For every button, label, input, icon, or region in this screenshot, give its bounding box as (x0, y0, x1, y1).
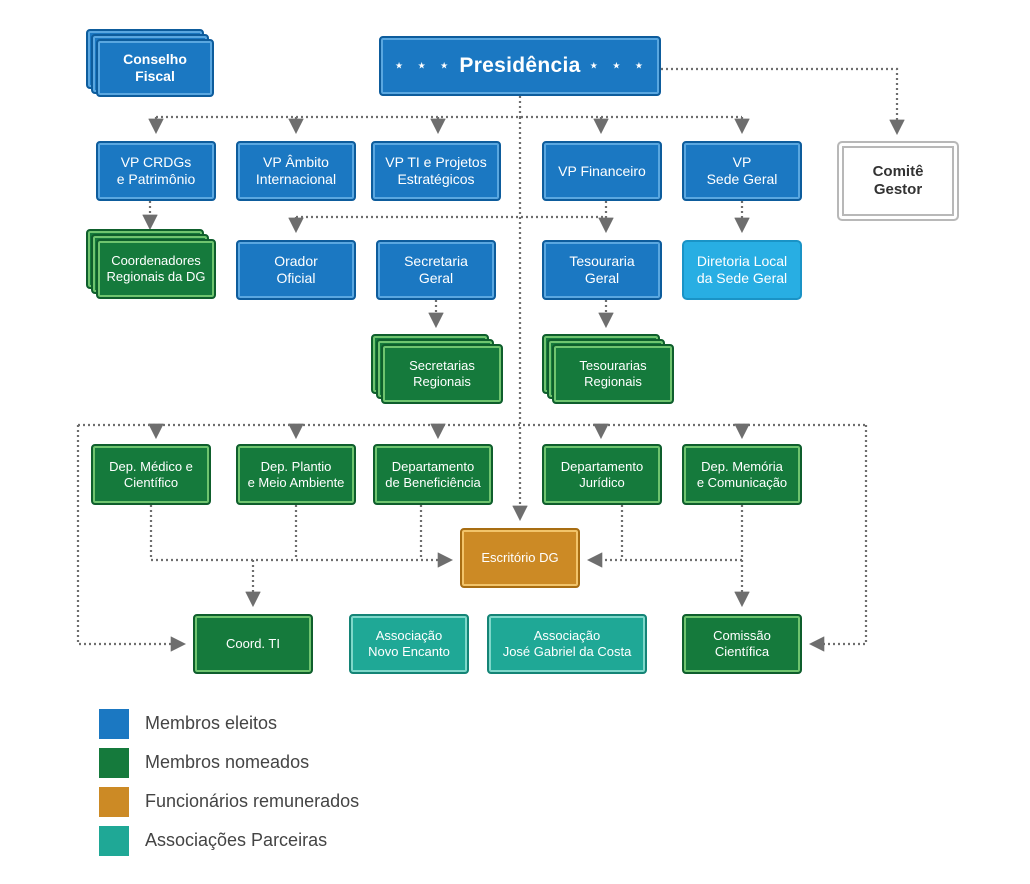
presidencia-label: Presidência (459, 54, 581, 78)
diretoria-local-line1: Diretoria Local (696, 253, 788, 270)
escritorio-dg-box: Escritório DG (460, 528, 580, 588)
tesouraria-geral-line2: Geral (584, 270, 620, 286)
secretarias-regionais-line1: Secretarias (409, 358, 475, 374)
legend-swatch-nomeados (99, 748, 129, 778)
vp-ti-line2: Estratégicos (397, 171, 475, 187)
orador-line1: Orador (274, 253, 318, 270)
connector-left-to-escritorio (149, 505, 454, 568)
tesouraria-geral-line1: Tesouraria (569, 253, 635, 270)
vp-sede-line2: Sede Geral (706, 171, 778, 187)
conselho-fiscal-line1: Conselho (123, 51, 187, 68)
tesourarias-regionais-line2: Regionais (584, 374, 642, 389)
dep-beneficiencia-line2: de Beneficiência (385, 474, 481, 490)
diretoria-local-line2: da Sede Geral (696, 270, 788, 286)
vp-crdgs-line1: VP CRDGs (120, 154, 192, 171)
connector-to-comissao (808, 425, 868, 652)
comite-gestor-line2: Gestor (873, 181, 923, 198)
secretaria-geral-line1: Secretaria (404, 253, 468, 270)
assoc-novo-encanto-line1: Associação (375, 628, 443, 644)
vp-crdgs-line2: e Patrimônio (116, 171, 196, 187)
legend-swatch-remunerados (99, 787, 129, 817)
vp-sede-line1: VP (732, 154, 752, 171)
stars-right: ★ ★ ★ (589, 60, 649, 71)
coordenadores-line1: Coordenadores (111, 253, 201, 269)
connector-to-comite (661, 67, 905, 136)
legend-swatch-eleitos (99, 709, 129, 739)
legend-label-nomeados: Membros nomeados (145, 752, 310, 772)
coord-ti-label: Coord. TI (226, 636, 280, 652)
legend-label-remunerados: Funcionários remunerados (145, 791, 360, 811)
secretarias-regionais-line2: Regionais (413, 374, 471, 389)
dep-beneficiencia-line1: Departamento (391, 458, 475, 474)
assoc-jose-gabriel-line1: Associação (533, 628, 601, 644)
comissao-cientifica-line2: Científica (714, 644, 770, 659)
dep-memoria-line1: Dep. Memória (701, 458, 783, 474)
legend-label-parceiras: Associações Parceiras (145, 830, 328, 850)
dep-plantio-line2: e Meio Ambiente (247, 474, 345, 490)
legend-swatch-parceiras (99, 826, 129, 856)
dep-medico-line2: Científico (123, 474, 179, 490)
secretaria-geral-line2: Geral (418, 270, 454, 286)
stars-left: ★ ★ ★ (395, 60, 455, 71)
coordenadores-line2: Regionais da DG (106, 269, 206, 284)
vp-ti-line1: VP TI e Projetos (385, 154, 487, 171)
vp-financeiro-label: VP Financeiro (558, 162, 646, 179)
vp-ambito-line1: VP Âmbito (263, 154, 329, 171)
dep-plantio-line1: Dep. Plantio (260, 458, 332, 474)
dep-memoria-line2: e Comunicação (696, 474, 788, 490)
vp-financeiro-box: VP Financeiro (542, 141, 662, 201)
legend-label-eleitos: Membros eleitos (145, 713, 278, 733)
connector-right-to-escritorio (586, 505, 744, 568)
orador-line2: Oficial (276, 270, 316, 286)
dep-juridico-line2: Jurídico (579, 474, 625, 490)
dep-juridico-line1: Departamento (560, 458, 644, 474)
dep-medico-line1: Dep. Médico e (109, 458, 193, 474)
vp-ambito-line2: Internacional (255, 171, 337, 187)
escritorio-dg-label: Escritório DG (481, 550, 559, 566)
tesourarias-regionais-line1: Tesourarias (579, 358, 647, 374)
coord-ti-box: Coord. TI (193, 614, 313, 674)
presidencia-box: ★ ★ ★ Presidência ★ ★ ★ (379, 36, 661, 96)
assoc-novo-encanto-line2: Novo Encanto (368, 644, 450, 659)
assoc-jose-gabriel-line2: José Gabriel da Costa (502, 644, 632, 659)
comite-gestor-line1: Comitê (872, 163, 924, 180)
conselho-fiscal-line2: Fiscal (135, 68, 175, 84)
comissao-cientifica-line1: Comissão (713, 628, 771, 644)
